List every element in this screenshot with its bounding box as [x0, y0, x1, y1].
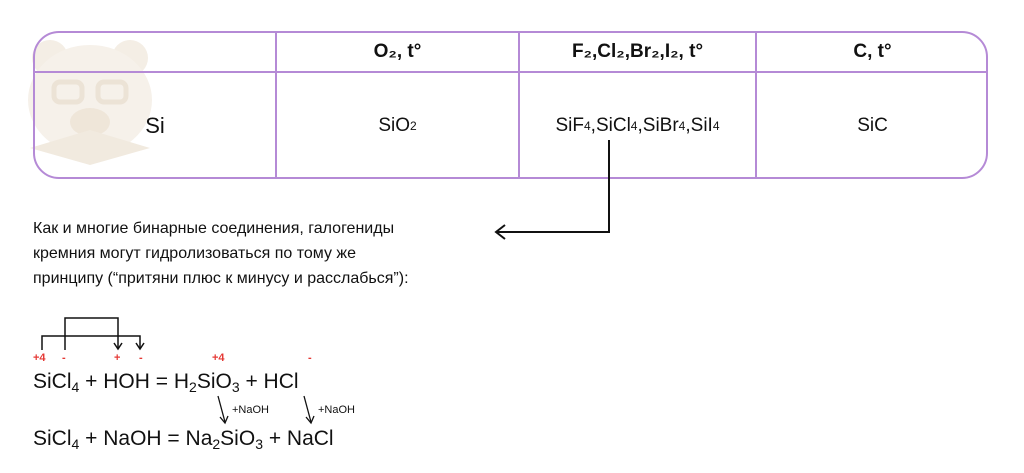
cell-sic: SiC [857, 115, 888, 136]
charge-oh: - [139, 352, 143, 364]
row-element-si: Si [145, 113, 165, 138]
equation-neutralization: SiCl4 + NaOH = Na2SiO3 + NaCl [33, 427, 334, 452]
charge-cl-product: - [308, 352, 312, 364]
arrow-hcl [303, 395, 312, 423]
note-line-3: принципу (“притяни плюс к минусу и рассл… [33, 270, 409, 287]
charge-si: +4 [33, 352, 46, 364]
reagent-naoh-2: +NaOH [318, 404, 355, 416]
charge-cl: - [62, 352, 66, 364]
header-halogens: F₂,Cl₂,Br₂,I₂, t° [571, 41, 704, 62]
column-divider [518, 33, 520, 177]
hydrolysis-note: Как и многие бинарные соединения, галоге… [33, 216, 503, 291]
bracket-si-oh [41, 335, 141, 350]
column-divider [275, 33, 277, 177]
note-line-1: Как и многие бинарные соединения, галоге… [33, 220, 395, 237]
column-divider [755, 33, 757, 177]
note-line-2: кремния могут гидролизоваться по тому же [33, 245, 356, 262]
reagent-naoh-1: +NaOH [232, 404, 269, 416]
arrowhead-oh [135, 342, 145, 351]
callout-arrowhead [494, 224, 506, 240]
charge-h: + [114, 352, 121, 364]
arrowhead-hcl [305, 415, 315, 425]
arrow-silicic-acid [217, 395, 226, 423]
callout-connector [497, 140, 610, 233]
header-carbon: C, t° [853, 41, 892, 62]
equation-hydrolysis: SiCl4 + HOH = H2SiO3 + HCl [33, 370, 299, 395]
charge-si-product: +4 [212, 352, 225, 364]
arrowhead-h [113, 342, 123, 351]
bracket-cl-h [64, 317, 119, 350]
header-oxygen: O₂, t° [373, 41, 422, 62]
arrowhead-silicic-acid [219, 415, 229, 425]
table-header-divider [35, 71, 986, 73]
